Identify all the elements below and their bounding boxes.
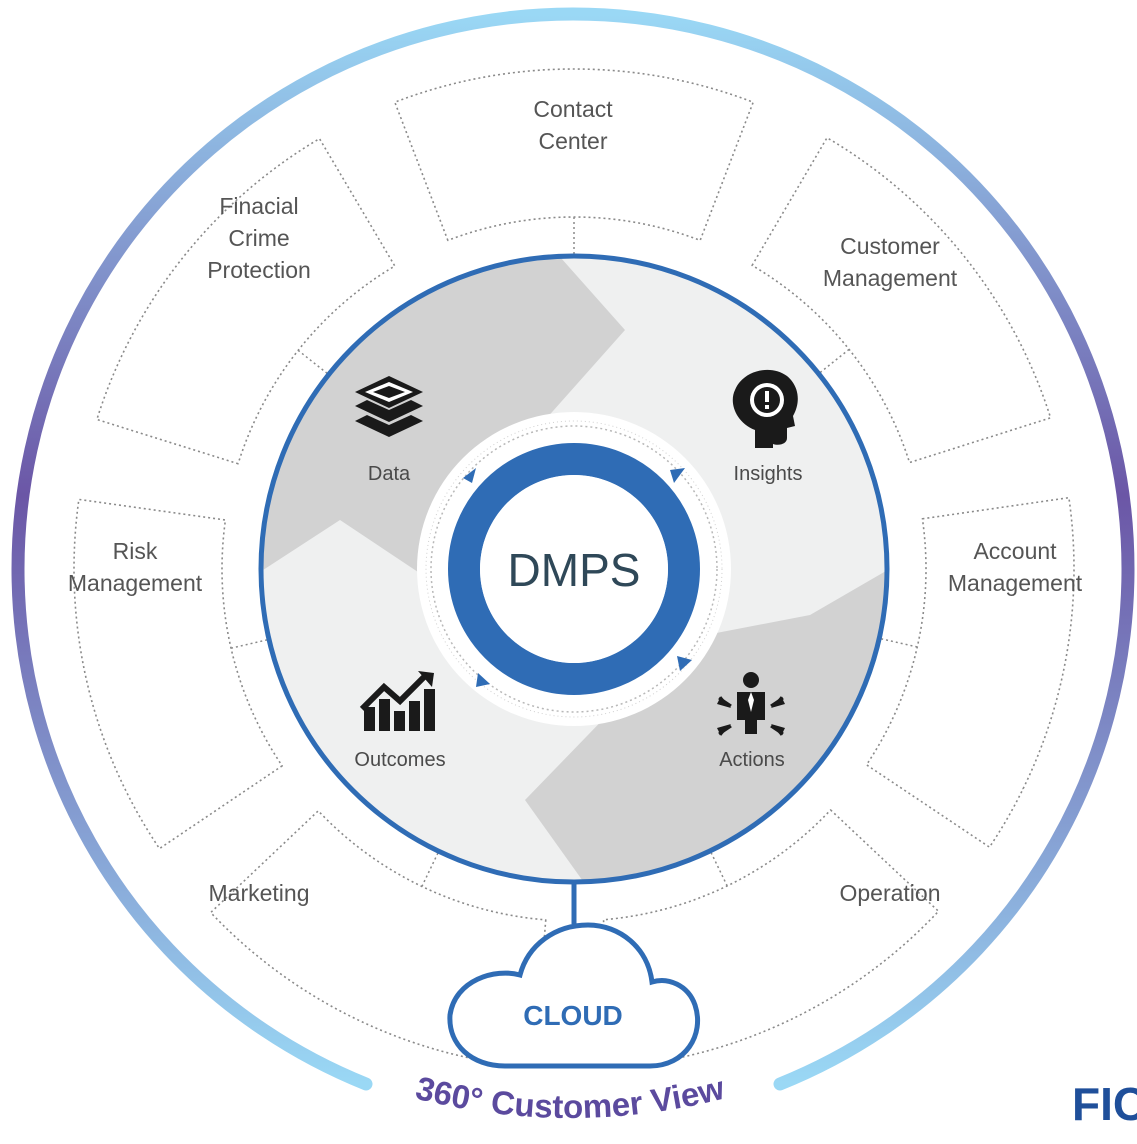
process-wheel: DMPS <box>258 253 890 885</box>
cloud-icon <box>447 922 701 1069</box>
head-exclamation-icon <box>732 369 798 448</box>
segment-label-line: Contact <box>533 96 613 122</box>
segment-label-line: Marketing <box>209 880 310 906</box>
connector-risk-management <box>230 639 268 649</box>
arrow-icon <box>476 673 490 687</box>
segment-label-marketing: Marketing <box>209 880 310 906</box>
segment-account-management <box>865 496 1075 848</box>
arrow-icon <box>463 468 476 483</box>
person-arrows-icon <box>717 672 785 736</box>
segment-risk-management <box>73 498 283 850</box>
segment-label-line: Crime <box>228 225 289 251</box>
segment-customer-management <box>751 136 1052 464</box>
outer-arc <box>11 7 1135 1091</box>
logo: FIC <box>1072 1078 1137 1130</box>
segment-label-line: Protection <box>207 257 311 283</box>
arrow-icon <box>670 468 685 483</box>
stage-label-outcomes: Outcomes <box>354 749 445 771</box>
segment-label-line: Risk <box>113 538 158 564</box>
stage-label-insights: Insights <box>734 463 803 485</box>
segment-label-line: Account <box>973 538 1057 564</box>
growth-chart-icon <box>359 671 435 731</box>
connector-financial-crime-protection <box>297 349 328 374</box>
segment-contact-center <box>394 68 754 242</box>
cloud-node: CLOUD <box>447 884 701 1069</box>
cloud-label: CLOUD <box>523 1000 623 1031</box>
segment-financial-crime-protection <box>96 137 396 465</box>
stage-label-data: Data <box>368 463 411 485</box>
segment-label-line: Management <box>68 570 203 596</box>
segment-label-operation: Operation <box>839 880 940 906</box>
segment-connectors <box>230 217 918 887</box>
segment-label-line: Management <box>948 570 1083 596</box>
segment-label-line: Center <box>538 128 607 154</box>
center-label: DMPS <box>508 544 641 596</box>
segment-label-line: Finacial <box>219 193 298 219</box>
stage-label-actions: Actions <box>719 749 785 771</box>
layers-icon <box>355 376 423 437</box>
connector-operation <box>710 852 728 887</box>
center-ring <box>448 443 700 695</box>
connector-customer-management <box>819 348 850 374</box>
arrow-icon <box>677 656 692 671</box>
cycle-arrows <box>463 468 692 687</box>
segment-label-line: Management <box>823 265 958 291</box>
customer-view-label: 360° Customer View <box>412 1069 727 1125</box>
segment-label-line: Customer <box>840 233 940 259</box>
segment-label-line: Operation <box>839 880 940 906</box>
connector-account-management <box>881 638 918 648</box>
connector-marketing <box>421 852 439 887</box>
